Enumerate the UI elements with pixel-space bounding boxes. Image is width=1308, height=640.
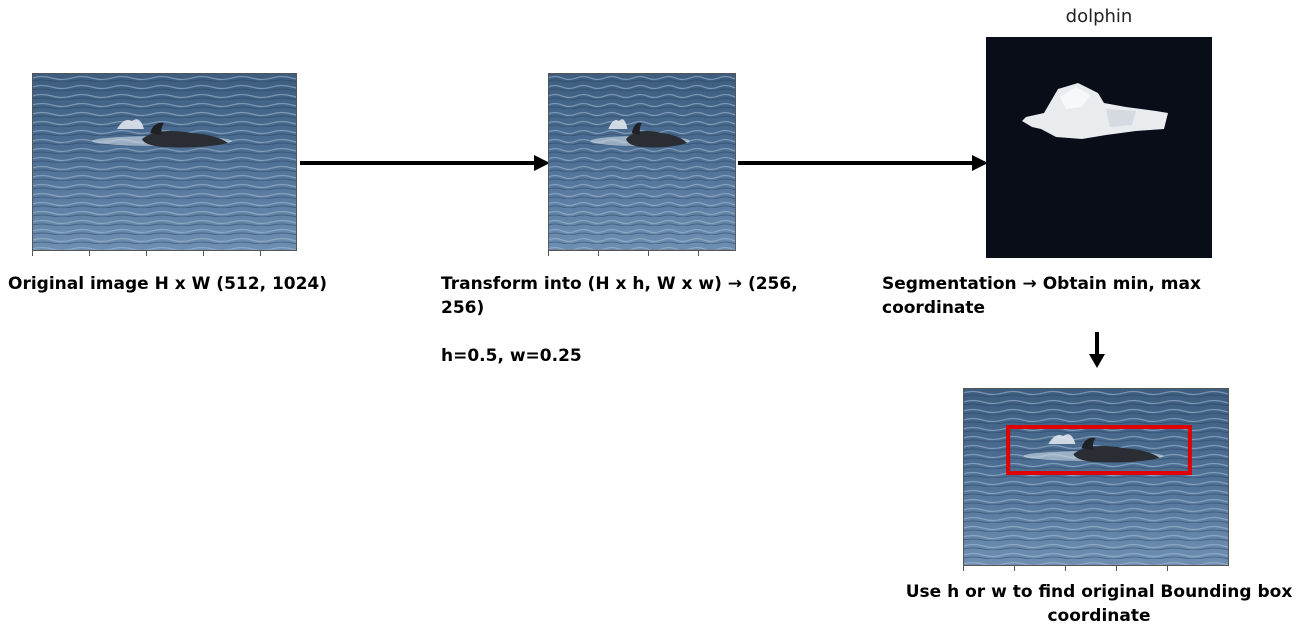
arrow-down-icon <box>1089 332 1105 368</box>
mask-shape-icon <box>986 37 1212 258</box>
segmentation-caption: Segmentation → Obtain min, max coordinat… <box>882 272 1302 320</box>
original-image <box>32 73 297 256</box>
dolphin-photo-icon <box>32 73 297 251</box>
arrow-right-icon <box>738 155 988 171</box>
segmentation-caption-line2: coordinate <box>882 298 986 318</box>
result-caption-line1: Use h or w to find original Bounding box <box>905 582 1293 602</box>
result-caption-line2: coordinate <box>1047 606 1151 626</box>
transform-caption-line2: 256) <box>441 298 485 318</box>
arrow-right-icon <box>300 155 550 171</box>
transform-caption-line1: Transform into (H x h, W x w) → (256, <box>441 274 798 294</box>
axis-ticks <box>32 251 297 256</box>
transformed-image <box>548 73 736 256</box>
mask-title: dolphin <box>1065 6 1133 27</box>
original-caption: Original image H x W (512, 1024) <box>8 274 328 294</box>
result-image <box>963 388 1229 571</box>
axis-ticks <box>548 251 736 256</box>
bounding-box <box>1006 425 1192 475</box>
segmentation-mask <box>986 37 1212 258</box>
ratio-note: h=0.5, w=0.25 <box>441 346 582 366</box>
segmentation-caption-line1: Segmentation → Obtain min, max <box>882 274 1201 294</box>
dolphin-photo-icon <box>548 73 736 251</box>
transform-caption: Transform into (H x h, W x w) → (256, 25… <box>441 272 841 320</box>
dolphin-photo-icon <box>963 388 1229 566</box>
axis-ticks <box>963 566 1229 571</box>
result-caption: Use h or w to find original Bounding box… <box>890 580 1308 628</box>
